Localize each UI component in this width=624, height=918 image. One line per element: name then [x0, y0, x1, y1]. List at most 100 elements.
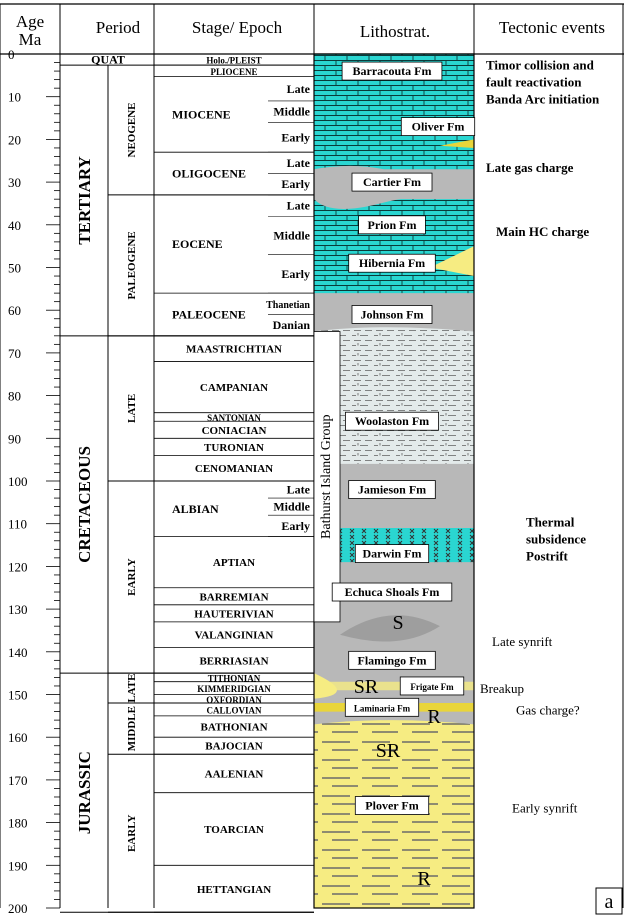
formation-label: Cartier Fm	[363, 175, 421, 189]
epoch-label: OLIGOCENE	[172, 167, 246, 181]
epoch-label: BARREMIAN	[199, 591, 268, 603]
epoch-label: BERRIASIAN	[199, 655, 268, 667]
table-grid	[0, 3, 624, 913]
subperiod-label: MIDDLE	[126, 706, 138, 751]
formation-label: Jamieson Fm	[358, 483, 426, 497]
subperiod-label: EARLY	[126, 558, 138, 596]
formation-label: Oliver Fm	[412, 120, 465, 134]
litho-mark: S	[392, 612, 403, 634]
formation-box	[354, 544, 430, 563]
formation-box	[348, 480, 436, 499]
age-tick-label: 130	[8, 602, 28, 617]
formation-label: Flamingo Fm	[358, 653, 427, 667]
formation-box	[331, 582, 453, 602]
formation-label: Echuca Shoals Fm	[345, 585, 440, 599]
epoch-label: VALANGINIAN	[195, 630, 274, 642]
formation-label: Woolaston Fm	[355, 414, 429, 428]
epoch-label: OXFORDIAN	[206, 695, 262, 705]
formation-label: Prion Fm	[368, 218, 417, 232]
formation-label: Darwin Fm	[363, 547, 422, 561]
tectonic-event-label: Banda Arc initiation	[486, 92, 600, 107]
formation-box	[341, 61, 443, 81]
panel-label-box	[595, 887, 623, 915]
tectonic-event-label: Gas charge?	[516, 702, 580, 717]
formation-box	[348, 253, 436, 273]
tectonic-event-label: Postrift	[526, 548, 569, 563]
sub-epoch-label: Late	[287, 156, 311, 170]
sub-epoch-label: Early	[281, 519, 310, 533]
tectonic-event-label: Early synrift	[512, 801, 578, 816]
period-label: CRETACEOUS	[75, 446, 94, 563]
age-tick-label: 150	[8, 688, 28, 703]
subperiod-label: LATE	[126, 394, 138, 423]
age-tick-label: 10	[8, 90, 21, 105]
formation-label: Plover Fm	[365, 799, 418, 813]
header-litho: Lithostrat.	[360, 22, 430, 41]
header-row: Age Ma Period Stage/ Epoch Lithostrat. T…	[16, 12, 605, 49]
sub-epoch-label: Early	[281, 267, 310, 281]
formation-box	[351, 172, 433, 192]
epoch-label: TURONIAN	[204, 442, 264, 454]
age-tick-label: 80	[8, 389, 21, 404]
epoch-label: ALBIAN	[172, 502, 219, 516]
formation-label: Johnson Fm	[360, 307, 423, 321]
group-box	[313, 331, 341, 623]
age-tick-label: 30	[8, 175, 21, 190]
epoch-label: HAUTERIVIAN	[194, 608, 274, 620]
subperiod-label: NEOGENE	[126, 102, 138, 157]
litho-mark: SR	[376, 740, 401, 762]
age-tick-label: 60	[8, 303, 21, 318]
formation-box	[354, 796, 430, 815]
sub-epoch-label: Early	[281, 130, 310, 144]
epoch-label: Holo./PLEIST	[206, 56, 261, 66]
sub-epoch-label: Middle	[273, 500, 310, 514]
age-tick-label: 200	[8, 901, 28, 916]
formation-box	[344, 411, 439, 431]
tectonic-event-label: Timor collision and	[486, 58, 595, 73]
sub-epoch-label: Late	[287, 199, 311, 213]
epoch-label: CENOMANIAN	[195, 463, 273, 475]
formation-box	[358, 215, 426, 235]
litho-mark: R	[427, 706, 441, 728]
group-label: Bathurst Island Group	[319, 415, 334, 539]
header-stage: Stage/ Epoch	[192, 18, 283, 37]
epoch-label: MIOCENE	[172, 107, 231, 121]
tectonic-event-label: Late synrift	[492, 634, 553, 649]
epoch-label: EOCENE	[172, 237, 223, 251]
formation-box	[351, 305, 433, 324]
age-tick-label: 50	[8, 261, 21, 276]
header-age-line1: Age	[16, 12, 44, 31]
sub-epoch-label: Danian	[273, 318, 311, 332]
age-tick-label: 0	[8, 47, 15, 62]
age-tick-label: 180	[8, 816, 28, 831]
age-tick-label: 140	[8, 645, 28, 660]
formation-label: Frigate Fm	[410, 682, 454, 692]
epoch-label: PLIOCENE	[210, 67, 257, 77]
epoch-label: SANTONIAN	[207, 413, 261, 423]
period-label: JURASSIC	[75, 751, 94, 834]
header-tectonic: Tectonic events	[499, 18, 605, 37]
formation-box	[348, 650, 436, 670]
age-tick-label: 20	[8, 132, 21, 147]
sub-epoch-label: Middle	[273, 105, 310, 119]
epoch-label: KIMMERIDGIAN	[197, 684, 271, 694]
age-tick-label: 190	[8, 858, 28, 873]
formation-label: Laminaria Fm	[354, 703, 411, 713]
tectonic-event-label: Thermal	[526, 514, 575, 529]
epoch-label: TOARCIAN	[204, 824, 264, 836]
epoch-label: TITHONIAN	[208, 673, 261, 683]
age-tick-label: 110	[8, 517, 27, 532]
header-age-line2: Ma	[19, 30, 42, 49]
subperiod-label: EARLY	[126, 814, 138, 852]
age-tick-label: 70	[8, 346, 21, 361]
epoch-label: BATHONIAN	[200, 722, 267, 734]
litho-mark: R	[417, 868, 431, 890]
epoch-label: PALEOCENE	[172, 307, 246, 321]
age-tick-label: 120	[8, 559, 28, 574]
epoch-label: MAASTRICHTIAN	[186, 344, 282, 356]
period-label: TERTIARY	[75, 156, 94, 245]
formation-box	[399, 676, 465, 696]
epoch-label: CAMPANIAN	[200, 382, 268, 394]
litho-mark: SR	[354, 676, 379, 698]
header-period: Period	[96, 18, 141, 37]
